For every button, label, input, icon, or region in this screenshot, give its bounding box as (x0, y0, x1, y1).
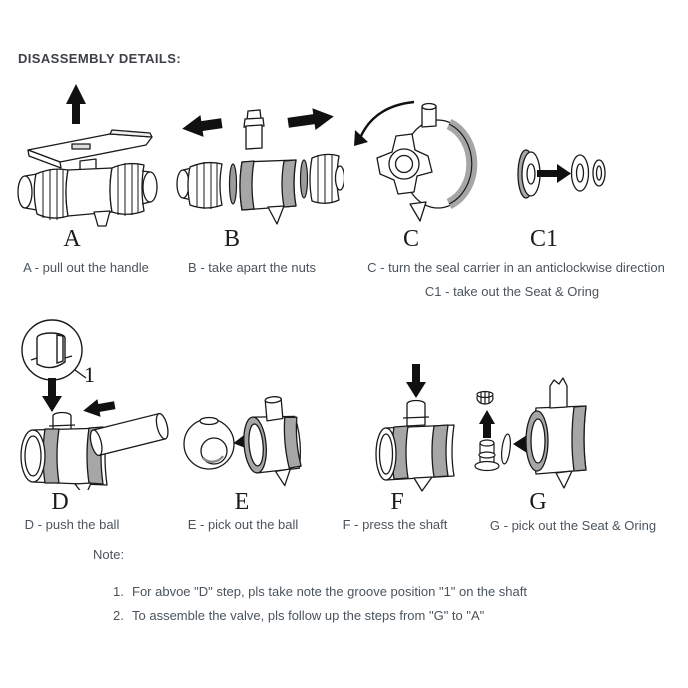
right-arrow-icon (537, 164, 571, 183)
seat-oring-drawing (517, 149, 606, 199)
left-carrier-ring (228, 163, 238, 205)
seal-carrier-cross (376, 133, 433, 195)
page-title: DISASSEMBLY DETAILS: (18, 51, 182, 66)
groove-callout: 1 (84, 362, 95, 387)
shaft (474, 439, 500, 472)
figure-b-letter: B (223, 226, 240, 252)
bottom-plug (413, 476, 433, 492)
figure-d-caption: D - push the ball (24, 517, 120, 532)
bottom-plug (409, 201, 427, 222)
figure-g-diagram (472, 366, 604, 490)
figure-a-letter: A (63, 226, 81, 252)
right-carrier-ring (299, 159, 309, 199)
down-arrow-icon (42, 378, 62, 412)
pick-seat-oring-drawing (474, 377, 587, 489)
figure-f-caption: F - press the shaft (342, 517, 448, 532)
figure-b-caption: B - take apart the nuts (188, 260, 316, 275)
center-body (65, 167, 113, 217)
callout-leader-line (74, 369, 87, 379)
valve-body (375, 399, 455, 492)
right-socket (142, 171, 158, 203)
anticlockwise-arrow-icon (354, 100, 415, 146)
broken-stem (549, 377, 568, 409)
figure-g-letter: G (529, 489, 547, 515)
note-label: Note: (93, 547, 125, 562)
pick-ball-drawing (183, 396, 302, 487)
down-arrow-icon (406, 364, 426, 398)
bottom-plug (93, 210, 111, 227)
note-item-1: 1. For abvoe "D" step, pls take note the … (113, 584, 527, 599)
figure-c-caption: C - turn the seal carrier in an anticloc… (367, 260, 665, 275)
right-union-nut (309, 153, 344, 204)
figure-f-diagram (372, 362, 468, 492)
right-arrow-icon (287, 108, 334, 131)
bottom-plug (274, 468, 291, 487)
figure-e-caption: E - pick out the ball (187, 517, 299, 532)
figure-a-caption: A - pull out the handle (23, 260, 149, 275)
figure-e-diagram (183, 388, 313, 492)
figure-d-letter: D (51, 489, 69, 515)
note-item-1-number: 1. (113, 584, 124, 599)
bottom-plug (74, 482, 92, 490)
bottom-plug (555, 470, 573, 489)
figure-d-diagram (15, 316, 170, 490)
left-union-nut (176, 161, 223, 209)
ball (183, 416, 235, 470)
note-item-1-text: For abvoe "D" step, pls take note the gr… (132, 584, 527, 599)
figure-c1-diagram (514, 142, 614, 206)
figure-c1-letter: C1 (529, 226, 558, 252)
seal-carrier (517, 149, 541, 199)
stem-cap (476, 390, 494, 405)
seat-ring (570, 154, 590, 192)
center-body (239, 159, 297, 225)
figure-g-caption: G - pick out the Seat & Oring (489, 518, 657, 533)
right-union-nut (109, 162, 145, 215)
oring (592, 159, 606, 187)
stem-icon (243, 109, 265, 150)
valve-body (243, 396, 302, 487)
press-shaft-drawing (375, 364, 455, 492)
left-socket (17, 175, 33, 209)
valve-body (20, 411, 108, 490)
figure-e-letter: E (234, 489, 250, 515)
figure-c-diagram (352, 92, 484, 230)
up-arrow-icon (479, 410, 495, 438)
valve-seal-carrier-drawing (354, 100, 478, 222)
figure-b-diagram (176, 106, 344, 232)
note-item-2: 2. To assemble the valve, pls follow up t… (113, 608, 484, 623)
figure-c-letter: C (402, 226, 419, 252)
valve-with-handle-drawing (17, 84, 158, 227)
figure-a-diagram (12, 84, 167, 228)
groove-slot (56, 334, 64, 364)
up-arrow-icon (66, 84, 86, 124)
valve-body (402, 102, 478, 222)
figure-c1-caption: C1 - take out the Seat & Oring (424, 284, 600, 299)
valve-nuts-apart-drawing (176, 108, 344, 225)
left-arrow-icon (83, 399, 116, 417)
note-item-2-number: 2. (113, 608, 124, 623)
note-item-2-text: To assemble the valve, pls follow up the… (132, 608, 485, 623)
bottom-plug (267, 205, 285, 225)
left-arrow-icon (182, 115, 223, 137)
tube (89, 412, 169, 457)
push-ball-drawing (20, 319, 169, 490)
valve-body (17, 162, 158, 227)
magnifier-circle (21, 319, 83, 381)
seal-washer (501, 433, 511, 465)
valve-body (525, 377, 587, 489)
figure-f-letter: F (390, 489, 404, 515)
